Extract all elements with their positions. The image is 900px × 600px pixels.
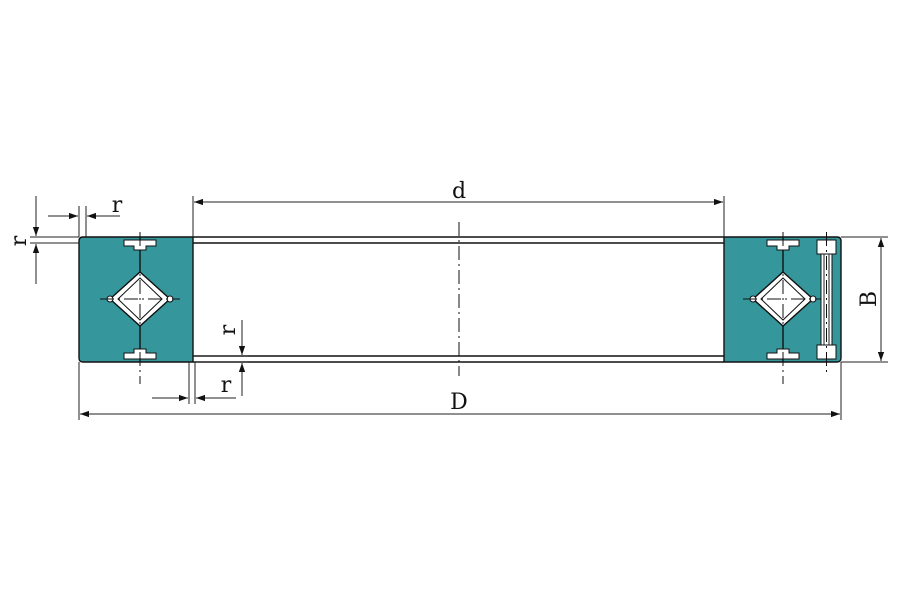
B-label: B — [857, 291, 882, 307]
r1-label: r — [112, 193, 123, 218]
left-roller — [117, 277, 163, 321]
r2-label: r — [7, 235, 32, 246]
dimension-d: d — [192, 179, 725, 237]
chamfer-r-top-horizontal: r — [48, 193, 123, 237]
chamfer-r-bore-vertical: r — [193, 320, 248, 396]
chamfer-r-bore-horizontal: r — [152, 362, 236, 404]
dimension-B: B — [841, 236, 888, 363]
left-ring-section — [78, 232, 194, 384]
d-label: d — [452, 179, 466, 204]
right-roller — [760, 277, 806, 321]
bore-outline — [193, 222, 724, 376]
D-label: D — [450, 390, 468, 415]
dimension-D: D — [78, 362, 842, 420]
r3-label: r — [216, 324, 241, 335]
right-ring-section — [723, 232, 842, 384]
chamfer-r-top-vertical: r — [7, 196, 79, 284]
r4-label: r — [221, 373, 232, 398]
